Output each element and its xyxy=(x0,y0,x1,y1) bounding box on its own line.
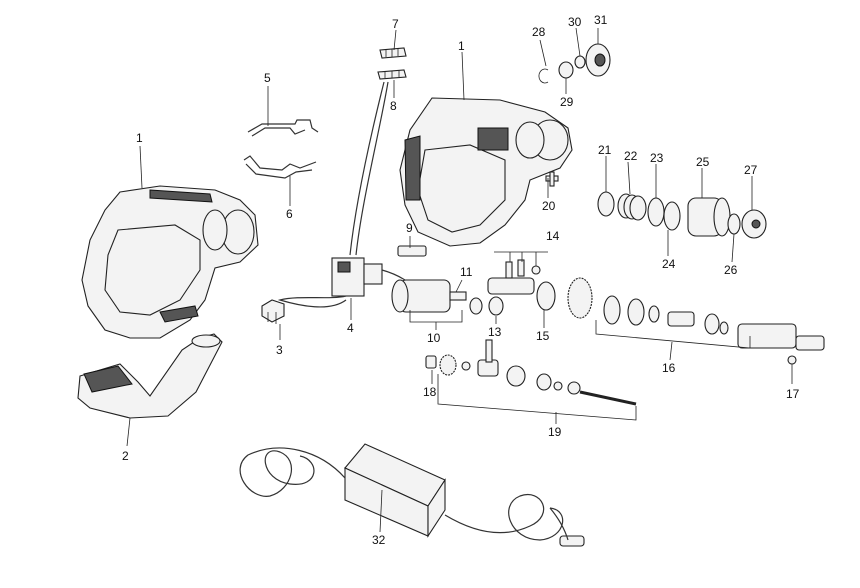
switch-wire-2 xyxy=(355,81,389,256)
ring-26 xyxy=(727,213,741,235)
terminal-3 xyxy=(261,299,285,324)
terminal-plate-8 xyxy=(377,69,407,80)
callout-14: 14 xyxy=(546,229,560,243)
sleeve-25 xyxy=(687,197,731,237)
ball-17 xyxy=(787,355,797,365)
callout-8: 8 xyxy=(390,99,397,113)
callout-30: 30 xyxy=(568,15,582,29)
callout-1-left: 1 xyxy=(136,131,143,145)
circlip-28 xyxy=(538,68,549,84)
callout-3: 3 xyxy=(276,343,283,357)
knob-31 xyxy=(585,43,611,77)
callout-5: 5 xyxy=(264,71,271,85)
callout-9: 9 xyxy=(406,221,413,235)
callout-labels: 1 1 2 3 4 5 6 7 8 9 10 11 13 14 15 16 17… xyxy=(122,13,800,547)
leader-lines xyxy=(126,27,793,533)
callout-28: 28 xyxy=(532,25,546,39)
spring-clip-5 xyxy=(247,119,319,137)
callout-31: 31 xyxy=(594,13,608,27)
callout-10: 10 xyxy=(427,331,441,345)
callout-26: 26 xyxy=(724,263,738,277)
callout-23: 23 xyxy=(650,151,664,165)
spindle-parts-14 xyxy=(487,259,541,295)
callout-18: 18 xyxy=(423,385,437,399)
terminal-plate-7 xyxy=(379,47,407,59)
callout-7: 7 xyxy=(392,17,399,31)
callout-19: 19 xyxy=(548,425,562,439)
bearing-13 xyxy=(469,296,504,316)
callout-1-right: 1 xyxy=(458,39,465,53)
callout-25: 25 xyxy=(696,155,710,169)
ring-30 xyxy=(574,55,586,69)
callout-17: 17 xyxy=(786,387,800,401)
spring-22 xyxy=(617,193,647,221)
washer-23 xyxy=(647,197,665,227)
screw-20 xyxy=(545,171,559,187)
ring-21 xyxy=(597,191,615,217)
ring-24 xyxy=(663,201,681,231)
callout-32: 32 xyxy=(372,533,386,547)
callout-13: 13 xyxy=(488,325,502,339)
charger-32 xyxy=(239,443,585,547)
cap-27 xyxy=(741,209,767,239)
callout-27: 27 xyxy=(744,163,758,177)
battery-pack xyxy=(77,333,223,419)
gear-15 xyxy=(536,277,593,319)
callout-2: 2 xyxy=(122,449,129,463)
assembly-19 xyxy=(425,339,637,406)
callout-4: 4 xyxy=(347,321,354,335)
housing-right-half xyxy=(399,97,573,247)
lock-piece-9 xyxy=(397,245,427,257)
housing-left-half xyxy=(81,185,259,339)
callout-29: 29 xyxy=(560,95,574,109)
callout-24: 24 xyxy=(662,257,676,271)
washer-29 xyxy=(558,61,574,79)
callout-21: 21 xyxy=(598,143,612,157)
switch-wire xyxy=(349,81,385,256)
callout-6: 6 xyxy=(286,207,293,221)
callout-20: 20 xyxy=(542,199,556,213)
assembly-16 xyxy=(603,295,825,351)
spring-clip-6 xyxy=(243,155,317,179)
callout-15: 15 xyxy=(536,329,550,343)
motor-10 xyxy=(391,279,467,313)
callout-11: 11 xyxy=(460,265,473,279)
callout-22: 22 xyxy=(624,149,638,163)
callout-16: 16 xyxy=(662,361,676,375)
